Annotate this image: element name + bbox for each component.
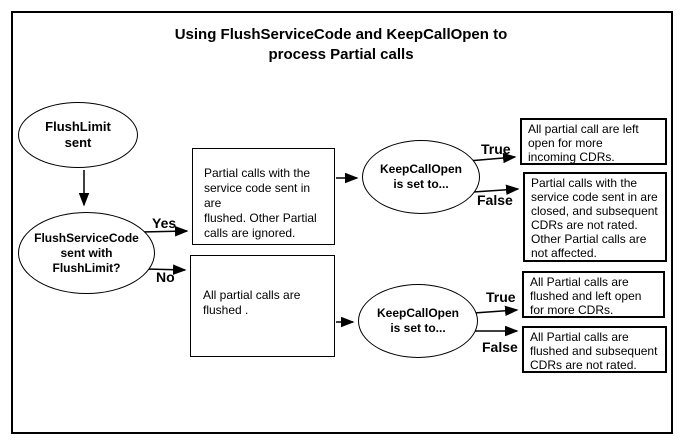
result-box-true-top: All partial call are left open for more … xyxy=(520,118,667,165)
diagram-title: Using FlushServiceCode and KeepCallOpen … xyxy=(174,26,508,63)
result-box-true-bottom: All Partial calls are flushed and left o… xyxy=(522,271,665,318)
process-box-yes-branch: Partial calls with the service code sent… xyxy=(192,148,335,245)
arrow-yes xyxy=(140,226,189,237)
process-box-no-branch: All partial calls are flushed . xyxy=(190,255,335,357)
branch-label-true-top: True xyxy=(481,141,511,157)
arrow-true-top xyxy=(467,152,517,164)
result-box-false-bottom: All Partial calls are flushed and subseq… xyxy=(522,326,667,373)
branch-label-yes: Yes xyxy=(152,215,177,231)
arrow-false-top xyxy=(472,184,520,196)
decision-node-keepcallopen-bottom: KeepCallOpen is set to... xyxy=(358,284,478,358)
start-node-flushlimit-sent: FlushLimit sent xyxy=(18,102,138,168)
branch-label-false-bottom: False xyxy=(482,339,518,355)
branch-label-no: No xyxy=(156,269,175,285)
decision-node-flushservicecode: FlushServiceCode sent with FlushLimit? xyxy=(18,212,155,294)
branch-label-false-top: False xyxy=(477,192,513,208)
branch-label-true-bottom: True xyxy=(486,289,516,305)
arrow-true-bottom xyxy=(473,305,519,317)
result-box-false-top: Partial calls with the service code sent… xyxy=(523,172,667,262)
decision-node-keepcallopen-top: KeepCallOpen is set to... xyxy=(362,140,480,214)
arrow-no xyxy=(145,264,187,275)
